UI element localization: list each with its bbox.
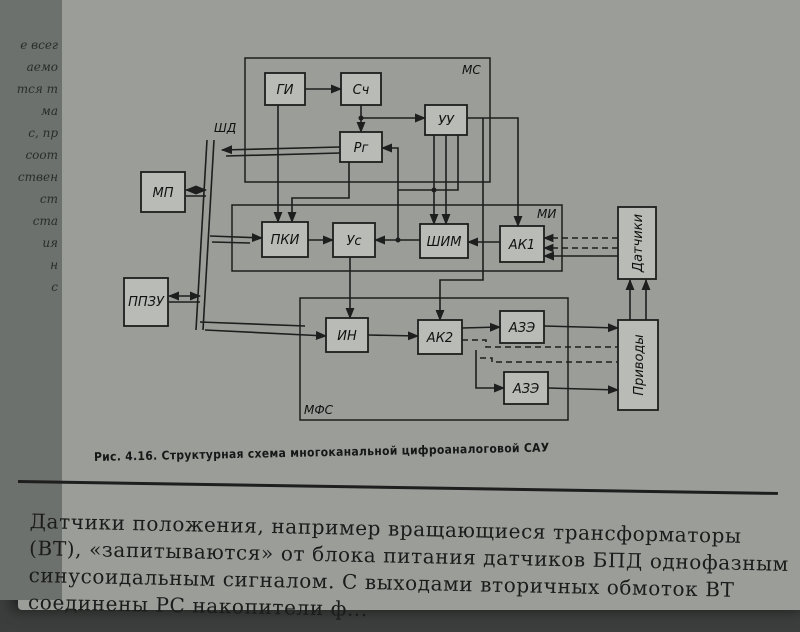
bus-to-pki-2 [211, 241, 251, 244]
svg-text:МП: МП [153, 186, 174, 201]
junction-dot [431, 187, 437, 193]
uu-to-ak2 [435, 118, 484, 322]
ppzu-block: ППЗУ [123, 277, 169, 327]
shd-label: ШД [214, 121, 236, 135]
ak1-block: АК1 [499, 225, 545, 263]
ms-label: МС [462, 63, 481, 77]
svg-text:АК2: АК2 [426, 331, 453, 346]
rg-block: Рг [339, 131, 383, 163]
svg-text:АЗЭ: АЗЭ [508, 321, 535, 336]
mfs-frame [299, 297, 569, 421]
svg-text:Рг: Рг [354, 141, 369, 156]
bus-to-pki [209, 233, 264, 243]
svg-text:Сч: Сч [353, 83, 370, 98]
ak2-dashed-bottom [480, 357, 618, 363]
svg-text:ШИМ: ШИМ [427, 235, 462, 250]
svg-text:ПКИ: ПКИ [271, 233, 300, 248]
pki-block: ПКИ [261, 221, 309, 258]
sensors-block: Датчики [617, 206, 657, 280]
block-diagram: МС МИ МФС ШД ГИ Сч Рг УУ МП ППЗУ ПКИ Ус … [123, 57, 659, 421]
svg-text:АЗЭ: АЗЭ [512, 382, 539, 397]
aze-block-top: АЗЭ [499, 310, 545, 344]
ak2-dashed-top [462, 339, 618, 348]
shim-block: ШИМ [419, 223, 469, 259]
junction-dot [395, 237, 401, 243]
in-to-ak2 [367, 331, 420, 341]
drives-block: Приводы [617, 319, 659, 411]
data-bus-right [202, 139, 215, 331]
svg-text:Приводы: Приводы [632, 334, 647, 395]
uu-to-rg [380, 143, 399, 240]
aze-bottom-to-drives [547, 385, 620, 395]
sch-block: Сч [340, 72, 382, 106]
ak2-to-aze-bottom [475, 350, 506, 393]
uu-to-ak1 [467, 117, 523, 228]
junction-dot [358, 115, 364, 121]
svg-text:ИН: ИН [337, 329, 357, 344]
rg-bus-return [225, 152, 341, 157]
in-block: ИН [325, 317, 369, 353]
body-paragraph: Датчики положения, например вращающиеся … [28, 508, 790, 632]
svg-text:АК1: АК1 [508, 238, 535, 253]
gi-block: ГИ [264, 72, 306, 106]
ak2-block: АК2 [417, 319, 463, 355]
bus-to-in-2 [199, 321, 306, 327]
aze-top-to-drives [543, 323, 620, 333]
svg-text:Датчики: Датчики [631, 214, 646, 273]
svg-text:Ус: Ус [346, 234, 361, 249]
ak2-to-aze-top [461, 322, 502, 332]
us-block: Ус [332, 222, 376, 258]
svg-text:ППЗУ: ППЗУ [128, 295, 165, 310]
uu-feedback [398, 135, 459, 191]
svg-text:ГИ: ГИ [277, 83, 294, 98]
ms-frame [244, 57, 491, 183]
rg-to-pki [287, 162, 350, 224]
mfs-label: МФС [304, 403, 334, 417]
aze-block-bottom: АЗЭ [503, 371, 549, 405]
svg-text:УУ: УУ [438, 114, 455, 129]
mi-label: МИ [537, 207, 556, 221]
mp-block: МП [140, 171, 186, 213]
rg-to-bus [220, 145, 341, 155]
bus-to-in [204, 329, 328, 340]
uu-block: УУ [424, 104, 468, 136]
